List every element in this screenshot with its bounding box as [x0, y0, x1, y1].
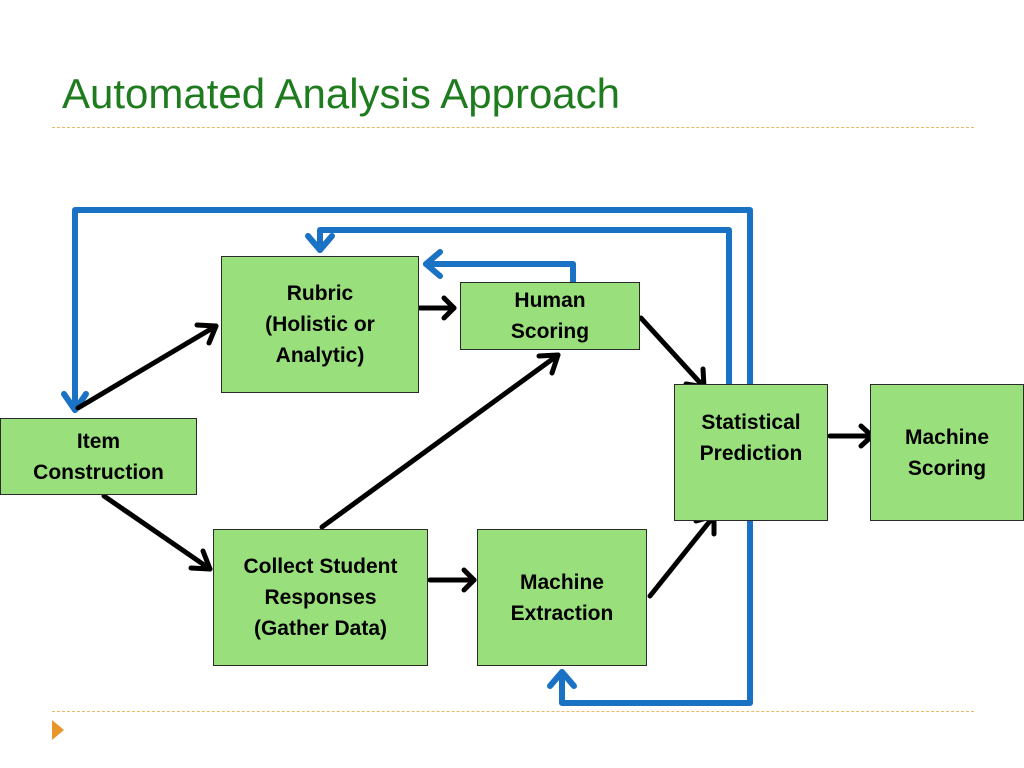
node-collect-student-responses: Collect Student Responses (Gather Data): [213, 529, 428, 666]
arrowhead-collect-to-human: [536, 352, 561, 376]
feedback-arrowhead-machine-extraction: [547, 669, 577, 689]
feedback-arrowhead-rubric: [305, 233, 335, 253]
node-machine-scoring: Machine Scoring: [870, 384, 1024, 521]
feedback-arrow-human-to-rubric: [423, 261, 576, 285]
title-divider: [52, 127, 974, 128]
arrow-item-to-collect: [101, 493, 213, 572]
node-rubric: Rubric (Holistic or Analytic): [221, 256, 419, 393]
footer-divider: [52, 711, 974, 712]
feedback-arrow-to-item-construction: [72, 207, 753, 413]
arrow-collect-to-human: [319, 352, 561, 530]
node-human-scoring: Human Scoring: [460, 282, 640, 350]
arrow-extraction-to-prediction: [647, 513, 717, 599]
arrowhead-collect-to-extraction: [461, 567, 477, 593]
node-statistical-prediction: Statistical Prediction: [674, 384, 828, 521]
feedback-arrowhead-item-construction: [61, 391, 89, 413]
arrowhead-item-to-collect: [188, 548, 213, 572]
feedback-arrowhead-human-to-rubric: [423, 249, 443, 279]
arrowhead-item-to-rubric: [194, 322, 219, 346]
arrow-human-to-prediction: [638, 315, 707, 390]
slide-bullet-icon: [52, 720, 64, 740]
feedback-arrow-to-rubric: [317, 227, 732, 388]
node-item-construction: Item Construction: [0, 418, 197, 495]
arrow-item-to-rubric: [75, 323, 219, 411]
arrowhead-rubric-to-human: [441, 295, 457, 321]
feedback-arrow-outer-loop: [559, 382, 753, 706]
node-machine-extraction: Machine Extraction: [477, 529, 647, 666]
slide-title: Automated Analysis Approach: [62, 70, 621, 117]
